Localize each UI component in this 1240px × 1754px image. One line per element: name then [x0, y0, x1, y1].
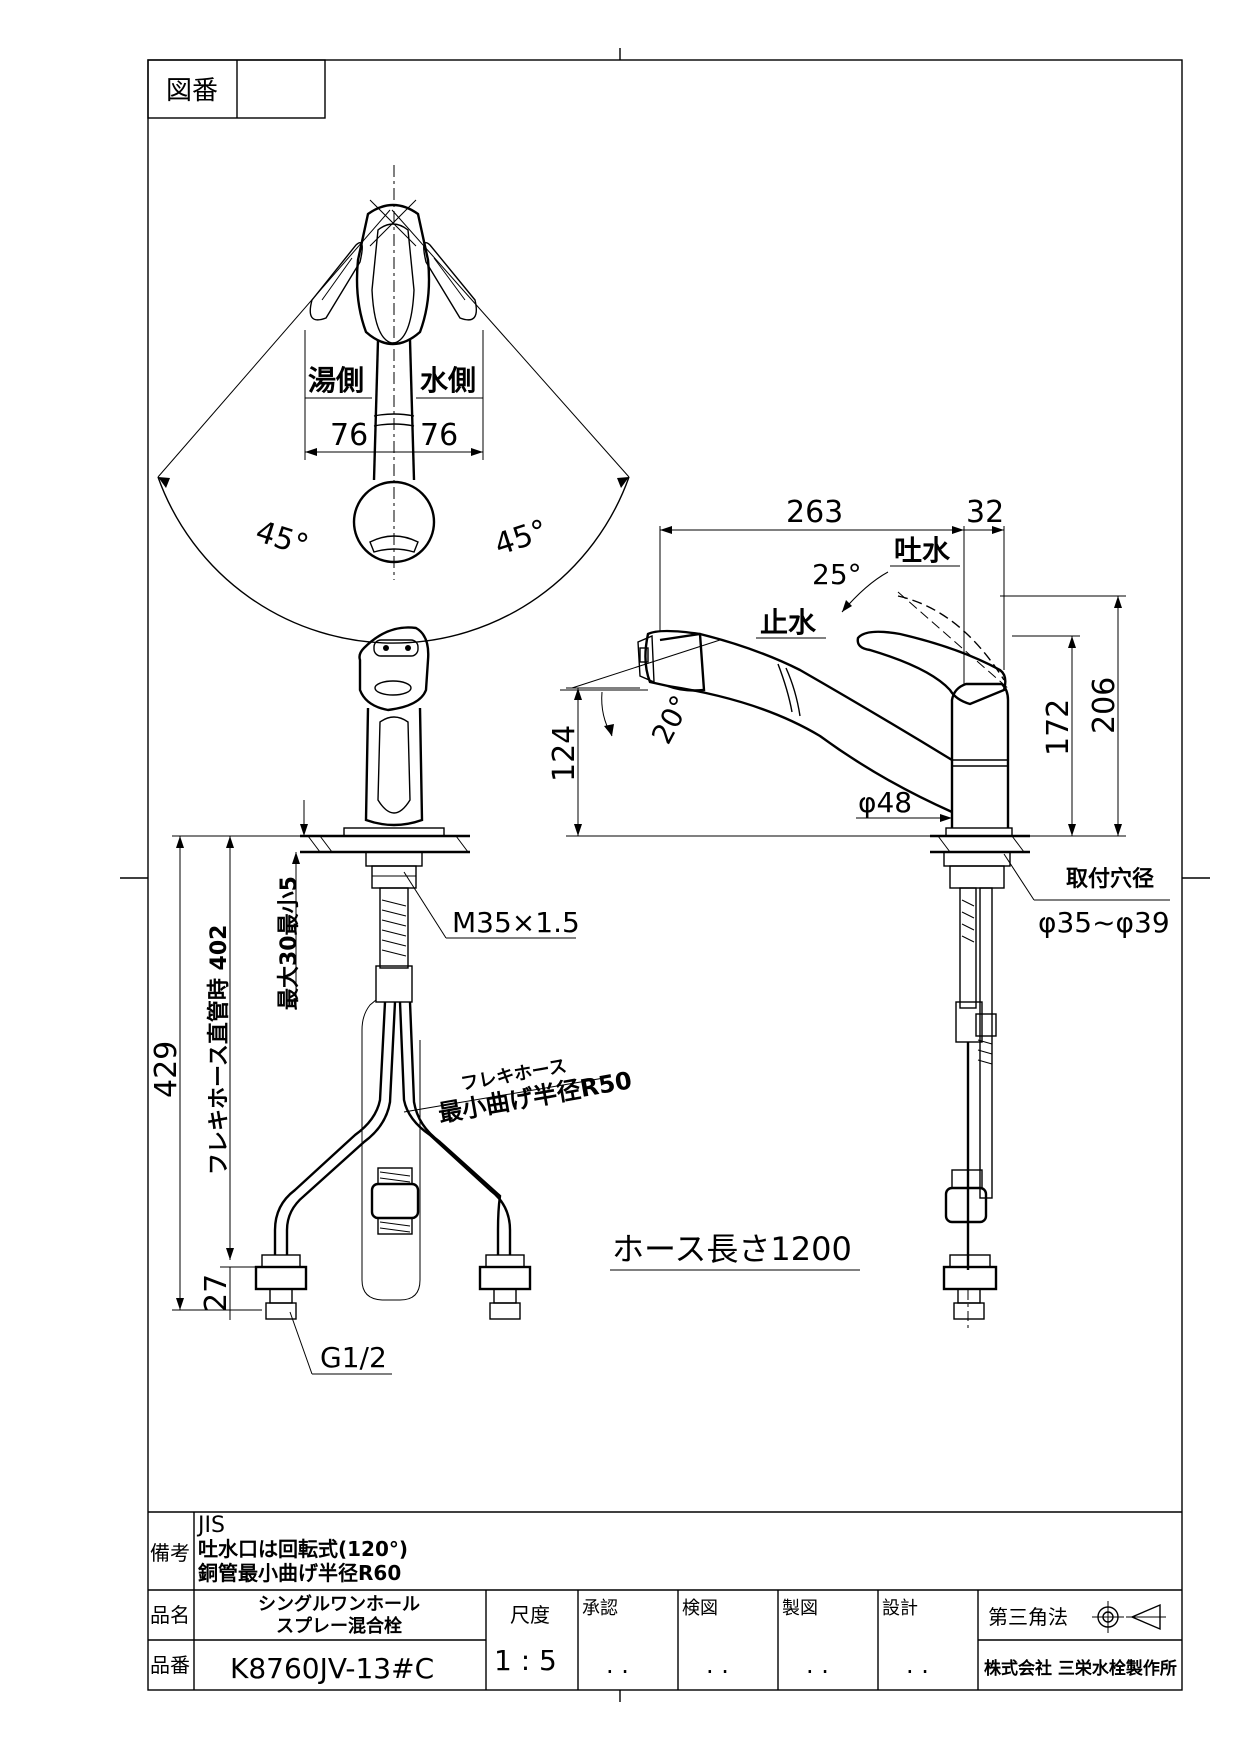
left-connector: [254, 1254, 308, 1320]
approve-date: · ·: [606, 1658, 629, 1686]
spout-label: 吐水: [894, 534, 951, 567]
check-label: 検図: [682, 1598, 718, 1619]
remarks-label: 備考: [150, 1541, 190, 1565]
draw-label: 製図: [782, 1598, 818, 1619]
dim-76-left: 76: [330, 418, 368, 453]
drawing-number-box: 図番: [147, 59, 326, 119]
dim-32: 32: [966, 495, 1004, 530]
angle-45-right: 45°: [490, 513, 551, 563]
mount-hole-label: 取付穴径: [1066, 866, 1154, 892]
angle-25: 25°: [812, 558, 862, 591]
thread-label: M35×1.5: [452, 906, 580, 939]
scale-label: 尺度: [510, 1603, 550, 1627]
product-name-line-2: スプレー混合栓: [276, 1615, 402, 1637]
dim-27: 27: [199, 1274, 234, 1312]
projection-label: 第三角法: [988, 1605, 1068, 1629]
approve-label: 承認: [582, 1598, 618, 1619]
draw-date: · ·: [806, 1658, 829, 1686]
dim-124: 124: [547, 725, 582, 782]
remarks-line-3: 銅管最小曲げ半径R60: [198, 1561, 401, 1585]
max-thickness-label: 最大30最小5: [277, 876, 302, 1010]
remarks-line-2: 吐水口は回転式(120°): [198, 1537, 408, 1561]
design-date: · ·: [906, 1658, 929, 1686]
dia-48-label: φ48: [858, 786, 912, 819]
side-view: 263 32 吐水 25° 止水 20° 124 172 206: [547, 495, 1170, 1330]
top-view: 湯側 水側 76 76 45° 45°: [157, 165, 630, 644]
angle-45-left: 45°: [251, 514, 312, 564]
company-name: 株式会社 三栄水栓製作所: [984, 1658, 1177, 1679]
dim-263: 263: [786, 495, 843, 530]
design-label: 設計: [882, 1598, 918, 1619]
title-block: 備考 JIS 吐水口は回転式(120°) 銅管最小曲げ半径R60 品名 シングル…: [148, 1511, 1182, 1690]
right-connector: [478, 1254, 532, 1320]
cold-side-label: 水側: [420, 364, 476, 397]
dim-206: 206: [1087, 677, 1122, 734]
front-view: 最大30最小5 フレキホース直管時 402 429 27 M35×1.5 G1/…: [149, 626, 860, 1375]
scale-value: 1 : 5: [494, 1644, 557, 1677]
check-date: · ·: [706, 1658, 729, 1686]
angle-20: 20°: [645, 690, 697, 749]
hose-straight-label: フレキホース直管時 402: [206, 925, 232, 1175]
product-name-line-1: シングルワンホール: [258, 1593, 420, 1615]
drawing-number-label: 図番: [166, 76, 218, 106]
third-angle-projection-icon: [1092, 1601, 1166, 1633]
dim-429: 429: [149, 1041, 184, 1098]
remarks-line-1: JIS: [196, 1513, 225, 1538]
hose-length-label: ホース長さ1200: [612, 1230, 852, 1268]
dim-76-right: 76: [420, 418, 458, 453]
stop-label: 止水: [760, 606, 817, 639]
product-number-value: K8760JV-13#C: [230, 1652, 434, 1685]
mount-hole-value: φ35~φ39: [1038, 906, 1170, 939]
hot-side-label: 湯側: [308, 364, 364, 397]
product-number-label: 品番: [150, 1653, 190, 1677]
sheet-frame: [120, 48, 1210, 1702]
dim-172: 172: [1041, 699, 1076, 756]
connector-label: G1/2: [320, 1341, 387, 1374]
product-name-label: 品名: [150, 1603, 190, 1627]
